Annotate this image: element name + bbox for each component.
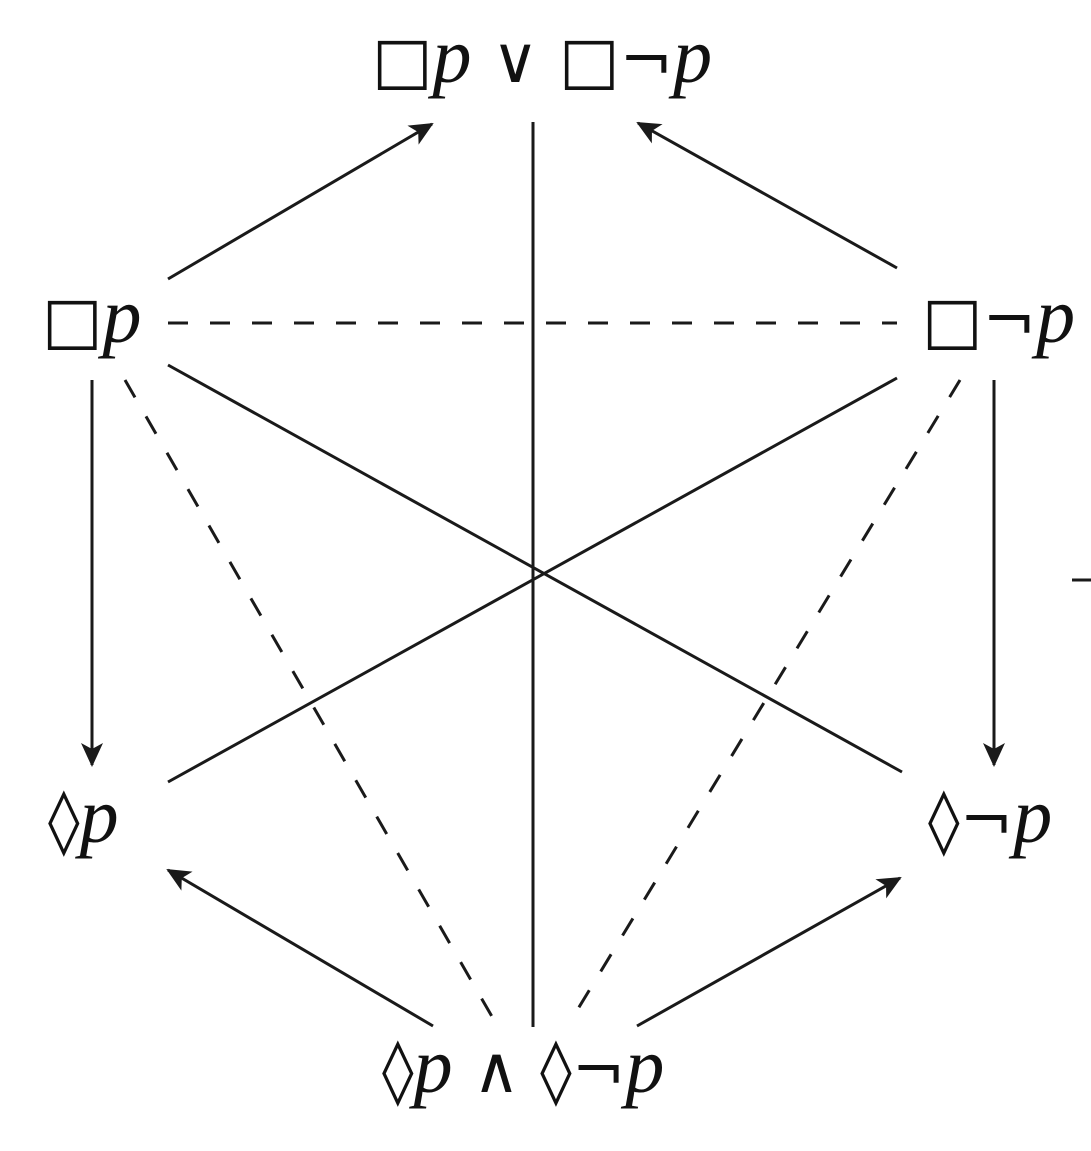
- edge-upper-left-to-top: [167, 122, 434, 281]
- edge-bottom-to-lower-right: [636, 876, 902, 1028]
- edge-bottom-to-lower-left: [166, 868, 434, 1028]
- edge-upper-left-to-lower-right: [167, 363, 903, 774]
- node-top: □p ∨ □¬p: [372, 12, 712, 99]
- node-lower-right: ◊¬p: [928, 772, 1052, 859]
- edge-upper-right-to-lower-left: [167, 376, 898, 784]
- node-upper-left: □p: [42, 272, 141, 359]
- node-upper-right: □¬p: [922, 272, 1075, 359]
- edge-upper-right-to-bottom-dashed: [568, 379, 962, 1023]
- node-bottom: ◊p ∧ ◊¬p: [382, 1022, 664, 1109]
- node-lower-left: ◊p: [48, 772, 119, 859]
- edge-upper-right-to-top: [636, 121, 898, 270]
